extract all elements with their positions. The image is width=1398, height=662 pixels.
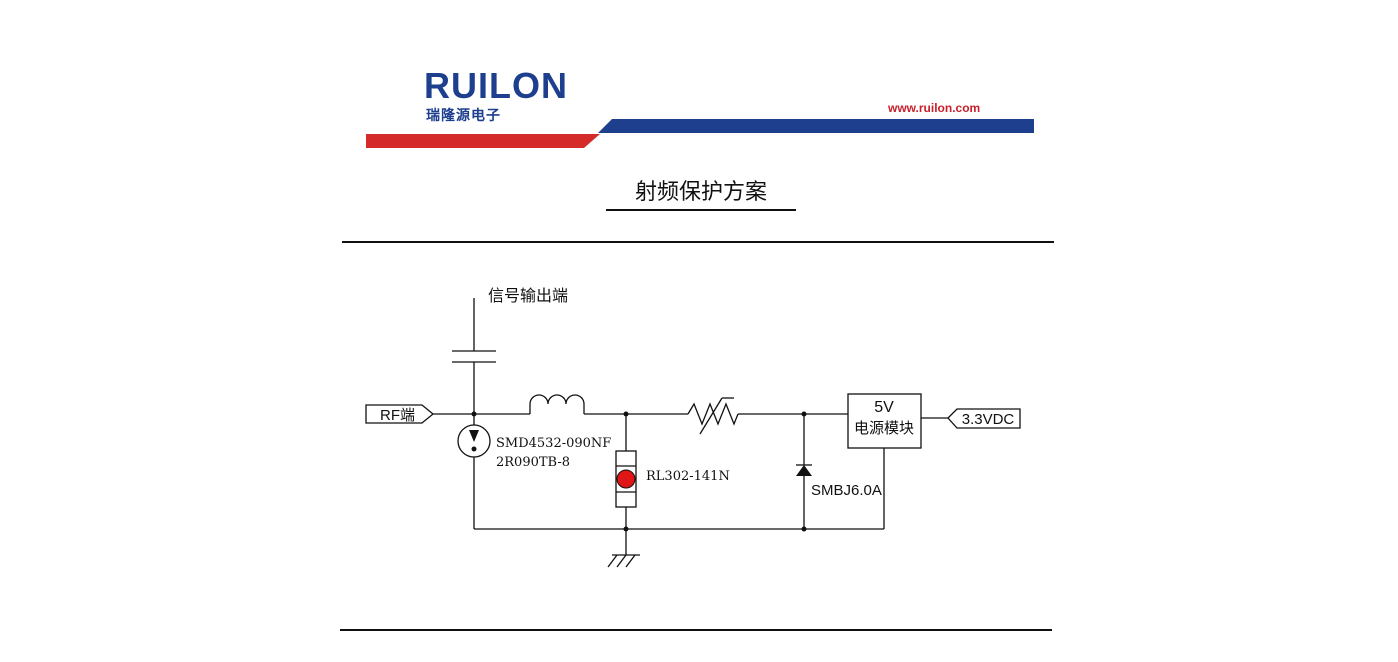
tvs-part-label: SMBJ6.0A [811, 482, 882, 499]
ground-hatch-3 [625, 554, 636, 568]
page-title: 射频保护方案 [634, 180, 767, 205]
module-voltage-label: 5V [874, 399, 894, 416]
vdc-port-connector [947, 408, 1021, 429]
resistor-variable-arrow [699, 397, 723, 435]
module-name-label: 电源模块 [854, 419, 914, 437]
rf-port-connector [365, 404, 435, 424]
ground-hatch-1 [607, 554, 618, 568]
gdt-electrode-bottom [471, 446, 477, 452]
gdt-part-label: SMD4532-090NF [496, 436, 611, 451]
pptc-part-label: RL302-141N [646, 469, 730, 484]
vdc-label: 3.3VDC [962, 411, 1015, 428]
header-blue-stripe [598, 119, 1034, 133]
gdt-electrode-top [469, 430, 479, 442]
junction-dot [471, 411, 477, 417]
junction-dot [623, 526, 629, 532]
signal-output-label: 信号输出端 [488, 286, 568, 305]
rf-port-label: RF端 [380, 407, 415, 424]
brand-name: RUILON [424, 65, 568, 106]
pptc-indicator [616, 469, 636, 489]
tvs-diode-triangle [796, 465, 812, 476]
brand-name-cn: 瑞隆源电子 [426, 108, 501, 124]
ground-hatch-2 [616, 554, 627, 568]
website-link[interactable]: www.ruilon.com [888, 101, 981, 115]
junction-dot [623, 411, 629, 417]
header-red-stripe [366, 134, 600, 148]
series-resistor [687, 402, 739, 426]
inductor [529, 394, 585, 414]
junction-dot [801, 526, 807, 532]
gdt-part-label-2: 2R090TB-8 [496, 455, 570, 470]
junction-dot [801, 411, 807, 417]
brand-logo: RUILON [424, 68, 568, 104]
